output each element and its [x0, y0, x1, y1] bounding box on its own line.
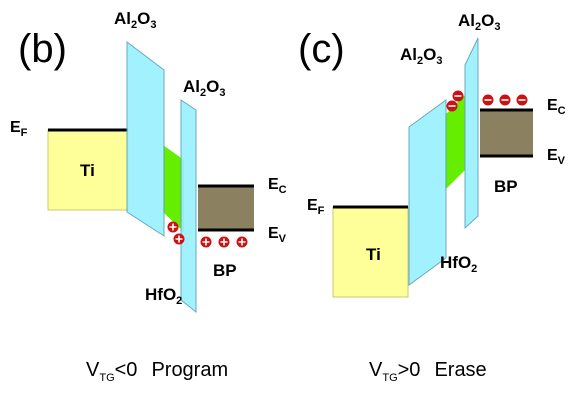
- ev-label: EV: [547, 147, 566, 167]
- hole-charge: [167, 221, 179, 233]
- ec-label: EC: [268, 176, 287, 196]
- panel-b-label: (b): [18, 27, 67, 71]
- al2o3-main-label: Al2O3: [114, 9, 156, 31]
- al2o3-main-layer: [408, 99, 447, 286]
- ti-label: Ti: [366, 245, 381, 264]
- hole-charge: [218, 236, 230, 248]
- ef-label: EF: [307, 197, 325, 217]
- electron-charge: [499, 94, 511, 106]
- al2o3-main-label: Al2O3: [400, 45, 442, 67]
- panel-c-label: (c): [298, 27, 345, 71]
- bp-label: BP: [494, 177, 518, 196]
- electron-charge: [446, 100, 458, 112]
- hfo2-band-region: [163, 145, 184, 232]
- electron-charge: [452, 90, 464, 102]
- hole-charges: [167, 221, 248, 248]
- hfo2-label: HfO2: [145, 285, 182, 307]
- hole-charge: [236, 236, 248, 248]
- ti-metal-block: [332, 206, 409, 298]
- al2o3-thin-label: Al2O3: [458, 11, 500, 33]
- bp-block: [198, 186, 254, 230]
- ev-label: EV: [268, 225, 287, 245]
- electron-charges: [446, 90, 528, 112]
- ti-metal-block: [47, 129, 129, 211]
- electron-charge: [516, 94, 528, 106]
- panel-b: (b) Ti EF Al2O3 Al2O3 BP EC EV HfO: [10, 9, 287, 384]
- al2o3-thin-layer: [180, 99, 197, 314]
- bp-label: BP: [213, 261, 237, 280]
- al2o3-main-layer: [126, 40, 165, 237]
- bp-block: [480, 110, 533, 156]
- ti-label: Ti: [80, 161, 95, 180]
- ef-label: EF: [10, 119, 28, 139]
- electron-charge: [482, 94, 494, 106]
- ec-label: EC: [547, 97, 566, 117]
- panel-c: (c) Ti EF Al2O3 Al2O3 BP EC EV HfO2: [298, 11, 566, 384]
- hole-charge: [173, 233, 185, 245]
- al2o3-thin-layer: [464, 37, 479, 230]
- hfo2-label: HfO2: [440, 253, 477, 275]
- hole-charge: [200, 236, 212, 248]
- al2o3-thin-label: Al2O3: [183, 77, 225, 99]
- hfo2-band-region: [445, 95, 465, 190]
